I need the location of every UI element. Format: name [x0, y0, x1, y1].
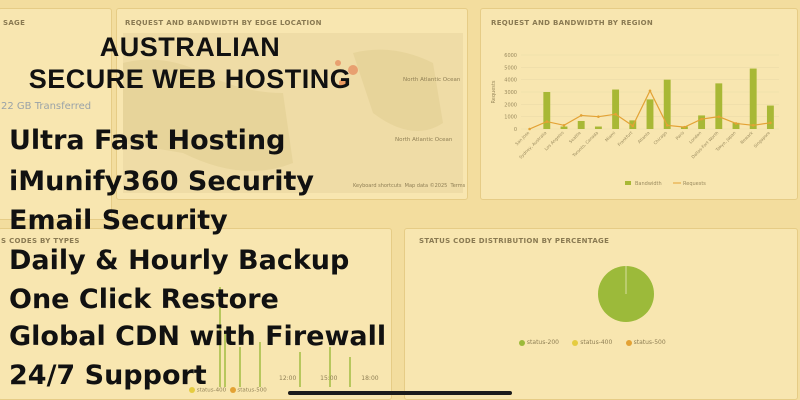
region-panel: REQUEST AND BANDWIDTH BY REGION 6000 5000… — [480, 8, 798, 200]
map-footer-terms[interactable]: Terms — [450, 183, 466, 189]
feature-ultra-fast-hosting: Ultra Fast Hosting — [9, 125, 286, 156]
requests-point — [579, 114, 583, 117]
feature-global-cdn: Global CDN with Firewall — [9, 321, 387, 352]
requests-point — [751, 124, 755, 127]
map-footer: Keyboard shortcuts Map data ©2025 Terms — [353, 183, 465, 189]
time-tick-1: 12:00 — [279, 375, 297, 382]
bandwidth-bar — [732, 122, 740, 129]
y-tick-label: 5000 — [504, 65, 517, 71]
edge-location-panel: REQUEST AND BANDWIDTH BY EDGE LOCATION N… — [116, 8, 468, 200]
feature-imunify-security: iMunify360 Security — [9, 166, 314, 197]
feature-backup: Daily & Hourly Backup — [9, 245, 350, 276]
y-tick-label: 4000 — [504, 78, 517, 84]
requests-point — [614, 112, 617, 116]
y-tick-label: 3000 — [504, 90, 517, 96]
pie-legend: status-200 status-400 status-500 — [519, 339, 666, 346]
requests-point — [769, 121, 772, 125]
y-tick-label: 6000 — [504, 53, 517, 59]
map-ocean-label-2: North Atlantic Ocean — [395, 137, 453, 143]
x-tick-label: Newark — [739, 130, 754, 145]
pie-legend-200[interactable]: status-200 — [526, 339, 559, 346]
x-tick-label: Singapore — [753, 130, 772, 149]
pie-legend-500[interactable]: status-500 — [633, 339, 666, 346]
region-title: REQUEST AND BANDWIDTH BY REGION — [491, 19, 654, 27]
bandwidth-bar — [766, 105, 774, 129]
bandwidth-bar — [594, 126, 602, 129]
y-tick-label: 2000 — [504, 102, 517, 108]
status-legend-left: status-400 status-500 — [189, 387, 267, 394]
bandwidth-bar — [698, 115, 706, 129]
home-indicator — [288, 391, 512, 395]
feature-support: 24/7 Support — [9, 360, 207, 391]
headline-line-1: AUSTRALIAN — [99, 32, 281, 62]
bandwidth-bar — [612, 89, 620, 129]
legend-label[interactable]: Requests — [683, 181, 706, 187]
requests-point — [665, 124, 669, 127]
bandwidth-bar — [560, 126, 568, 129]
x-tick-label: Atlanta — [637, 130, 651, 144]
time-axis: 12:00 15:00 18:00 — [279, 375, 379, 382]
requests-point — [562, 124, 566, 127]
status-distribution-panel: STATUS CODE DISTRIBUTION BY PERCENTAGE s… — [404, 228, 798, 400]
bandwidth-bar — [715, 83, 723, 129]
requests-point — [631, 124, 635, 128]
map-footer-data: Map data ©2025 — [404, 183, 448, 189]
usage-panel: SAGE 22 GB Transferred — [0, 8, 112, 220]
legend-swatch — [625, 181, 631, 185]
requests-point — [597, 115, 600, 118]
status-types-title: S CODES BY TYPES — [1, 237, 80, 245]
feature-one-click-restore: One Click Restore — [9, 284, 279, 315]
bandwidth-bar — [577, 120, 585, 129]
x-tick-label: Miami — [604, 130, 616, 142]
requests-point — [648, 89, 652, 93]
world-map[interactable]: North Atlantic Ocean North Atlantic Ocea… — [123, 33, 463, 193]
y-tick-label: 0 — [514, 127, 517, 133]
map-footer-shortcuts[interactable]: Keyboard shortcuts — [353, 183, 402, 189]
status-dist-title: STATUS CODE DISTRIBUTION BY PERCENTAGE — [419, 237, 610, 245]
time-tick-2: 15:00 — [320, 375, 338, 382]
feature-email-security: Email Security — [9, 205, 228, 236]
requests-point — [545, 120, 549, 123]
legend-status-400[interactable]: status-400 — [196, 387, 227, 394]
legend-status-500[interactable]: status-500 — [237, 387, 267, 394]
requests-point — [717, 115, 721, 118]
x-tick-label: Paris — [675, 130, 686, 141]
bandwidth-bar — [663, 79, 671, 129]
requests-point — [528, 127, 531, 131]
x-tick-label: London — [688, 130, 703, 145]
status-types-panel: S CODES BY TYPES 12:00 15:00 18:00 statu… — [0, 228, 392, 400]
x-tick-label: Seattle — [568, 130, 582, 144]
bandwidth-bar — [543, 92, 551, 129]
requests-point — [700, 117, 703, 121]
transferred-text: 22 GB Transferred — [1, 101, 92, 112]
requests-point — [734, 122, 738, 125]
map-ocean-label: North Atlantic Ocean — [403, 77, 461, 83]
status-timeseries — [219, 287, 351, 387]
usage-title: SAGE — [3, 19, 26, 27]
y-tick-label: 1000 — [504, 115, 517, 121]
headline-line-2: SECURE WEB HOSTING — [28, 64, 352, 94]
bandwidth-bar — [749, 68, 757, 129]
y-axis-label: Requests — [491, 80, 497, 103]
legend-label[interactable]: Bandwidth — [635, 181, 662, 187]
x-tick-label: Chicago — [652, 130, 668, 146]
bandwidth-bar — [646, 99, 654, 129]
time-tick-3: 18:00 — [361, 375, 379, 382]
requests-point — [683, 125, 686, 129]
pie-legend-400[interactable]: status-400 — [580, 339, 613, 346]
status-pie — [598, 266, 654, 322]
edge-title: REQUEST AND BANDWIDTH BY EDGE LOCATION — [125, 19, 322, 27]
x-tick-label: Frankfurt — [617, 130, 634, 147]
